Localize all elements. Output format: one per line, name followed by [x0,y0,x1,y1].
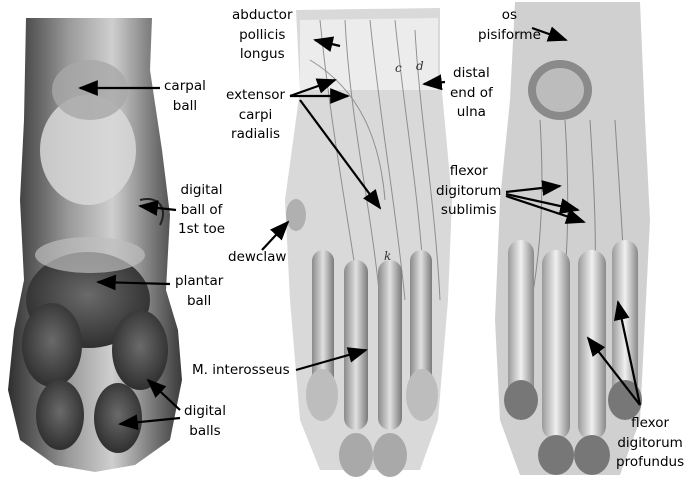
label-line: profundus [616,454,685,470]
label-abductor-pollicis-longus: abductor pollicis longus [232,6,293,65]
label-flexor-digitorum-sublimis: flexor digitorum sublimis [436,162,501,221]
label-line: distal [453,65,490,81]
arrow-abductor-pollicis-longus [313,36,341,52]
label-line: ball [186,292,212,309]
figure-letter-d: d [416,59,424,73]
label-line: extensor [226,87,286,103]
dorsal-muscle-figure [285,8,452,477]
label-line: ball of [180,201,223,218]
arrow-m-interosseus [295,347,368,372]
label-flexor-digitorum-profundus: flexor digitorum profundus [616,414,684,473]
arrow-distal-end-of-ulna [422,74,446,91]
label-line: 1st toe [178,221,226,237]
label-line: abductor [232,7,293,23]
arrow-digital-balls-2 [118,414,181,431]
label-line: ulna [456,104,486,120]
label-line: digitorum [436,182,502,199]
label-line: digital [184,403,226,419]
arrow-flexor-sublimis-1 [505,180,562,196]
label-line: os [501,7,518,23]
label-line: ball [172,97,198,114]
label-line: radialis [231,126,280,142]
arrow-extensor-carpi-radialis-1 [289,78,337,98]
arrow-flexor-profundus-2 [613,300,642,406]
label-line: longus [239,46,285,62]
label-digital-balls: digital balls [184,402,226,441]
arrow-flexor-sublimis-3 [505,194,586,224]
label-line: dewclaw [228,249,287,265]
arrow-flexor-profundus-1 [586,336,641,406]
label-dewclaw: dewclaw [228,248,286,268]
label-os-pisiforme: os pisiforme [478,6,541,45]
label-line: pollicis [239,26,286,43]
label-m-interosseus: M. interosseus [192,361,290,381]
label-line: carpi [238,106,273,123]
arrow-os-pisiforme [531,26,568,42]
figure-letter-k: k [384,249,391,263]
label-line: pisiforme [478,26,541,43]
arrow-flexor-sublimis-2 [505,192,580,214]
label-line: balls [189,422,221,439]
arrow-digital-ball-1st-toe [138,200,177,216]
arrow-digital-balls-1 [146,378,181,411]
label-line: flexor [631,415,670,431]
label-line: flexor [449,163,488,179]
label-distal-end-of-ulna: distal end of ulna [450,64,493,123]
label-line: M. interosseus [192,362,290,378]
furry-paw-figure [8,18,182,472]
label-line: sublimis [440,202,497,218]
leader-arrows [78,26,642,431]
arrow-extensor-carpi-radialis-3 [299,99,382,210]
label-extensor-carpi-radialis: extensor carpi radialis [226,86,285,145]
arrow-plantar-ball [96,274,171,291]
arrow-dewclaw [261,220,290,251]
label-line: digital [180,182,223,198]
label-carpal-ball: carpal ball [164,77,206,116]
label-digital-ball-1st-toe: digital ball of 1st toe [178,181,225,240]
label-line: plantar [175,273,224,289]
palmar-flexor-figure [495,2,650,475]
label-line: digitorum [617,434,683,451]
label-line: carpal [164,78,206,94]
label-line: end of [450,84,493,101]
figure-letter-c: c [395,61,402,75]
label-plantar-ball: plantar ball [175,272,223,311]
